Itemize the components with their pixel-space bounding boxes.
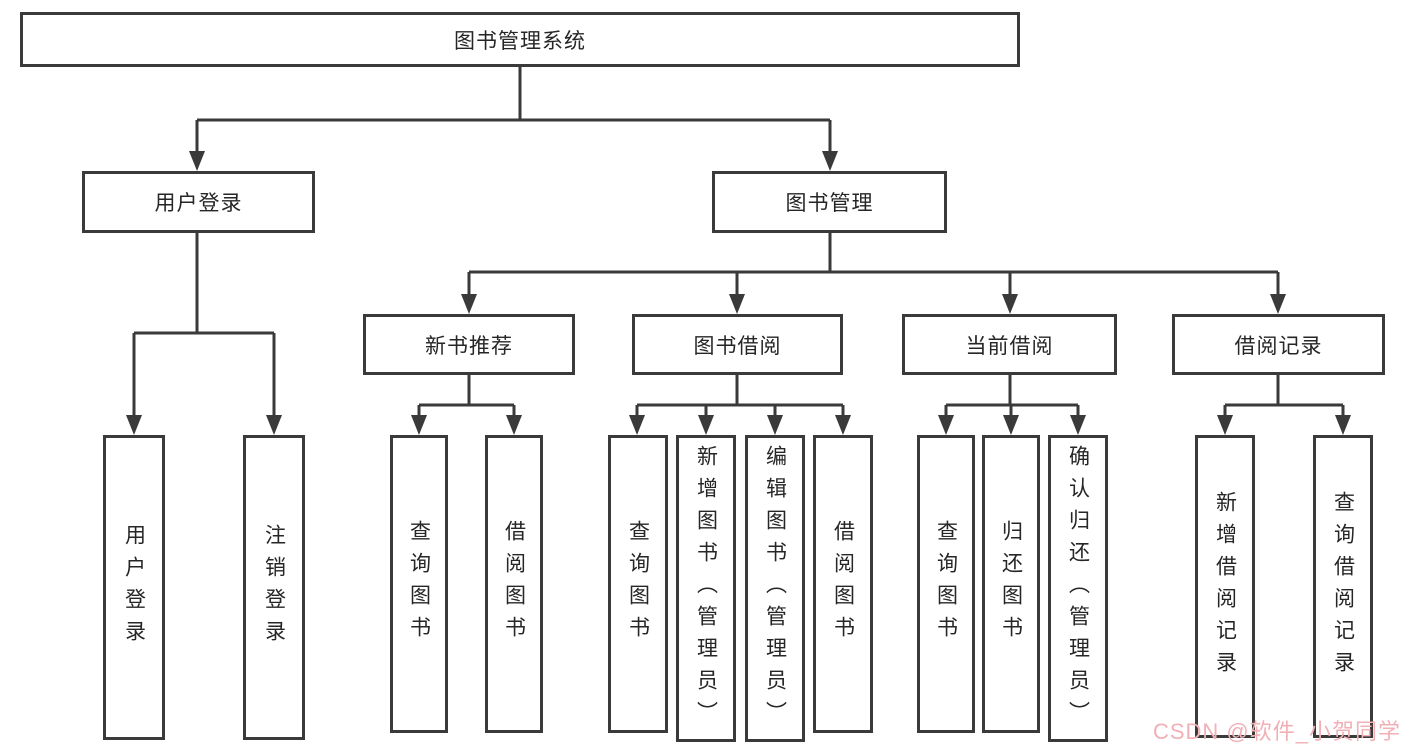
leaf-borrow-books-1: 借阅图书 (485, 435, 543, 733)
leaf-label: 借阅图书 (502, 520, 526, 648)
leaf-add-books-admin: 新增图书（管理员） (676, 435, 736, 742)
leaf-edit-books-admin: 编辑图书（管理员） (745, 435, 805, 742)
leaf-label: 借阅图书 (831, 520, 855, 648)
leaf-label: 注销登录 (262, 523, 286, 652)
leaf-query-books-3: 查询图书 (917, 435, 975, 733)
node-user-login: 用户登录 (82, 171, 315, 233)
leaf-label: 查询借阅记录 (1331, 490, 1355, 683)
leaf-label: 编辑图书（管理员） (763, 444, 787, 733)
node-current-borrowing: 当前借阅 (902, 314, 1117, 375)
node-new-book-recommend: 新书推荐 (363, 314, 575, 375)
leaf-label: 新增借阅记录 (1213, 490, 1237, 683)
leaf-label: 查询图书 (407, 520, 431, 648)
leaf-borrow-books-2: 借阅图书 (813, 435, 873, 733)
leaf-label: 查询图书 (626, 520, 650, 648)
leaf-add-borrow-record: 新增借阅记录 (1195, 435, 1255, 738)
leaf-query-books-2: 查询图书 (608, 435, 668, 733)
leaf-label: 用户登录 (122, 523, 146, 652)
csdn-watermark: CSDN @软件_小贺同学 (1152, 719, 1401, 744)
node-book-borrowing: 图书借阅 (632, 314, 843, 375)
leaf-confirm-return-admin: 确认归还（管理员） (1048, 435, 1108, 742)
leaf-return-books: 归还图书 (982, 435, 1040, 733)
node-book-management: 图书管理 (712, 171, 947, 233)
leaf-label: 归还图书 (999, 520, 1023, 648)
leaf-label: 查询图书 (934, 520, 958, 648)
leaf-logout: 注销登录 (243, 435, 305, 740)
node-borrowing-records: 借阅记录 (1172, 314, 1385, 375)
leaf-query-books-1: 查询图书 (390, 435, 448, 733)
leaf-label: 确认归还（管理员） (1066, 444, 1090, 733)
leaf-query-borrow-record: 查询借阅记录 (1313, 435, 1373, 738)
leaf-user-login: 用户登录 (103, 435, 165, 740)
leaf-label: 新增图书（管理员） (694, 444, 718, 733)
node-book-management-system: 图书管理系统 (20, 12, 1020, 67)
